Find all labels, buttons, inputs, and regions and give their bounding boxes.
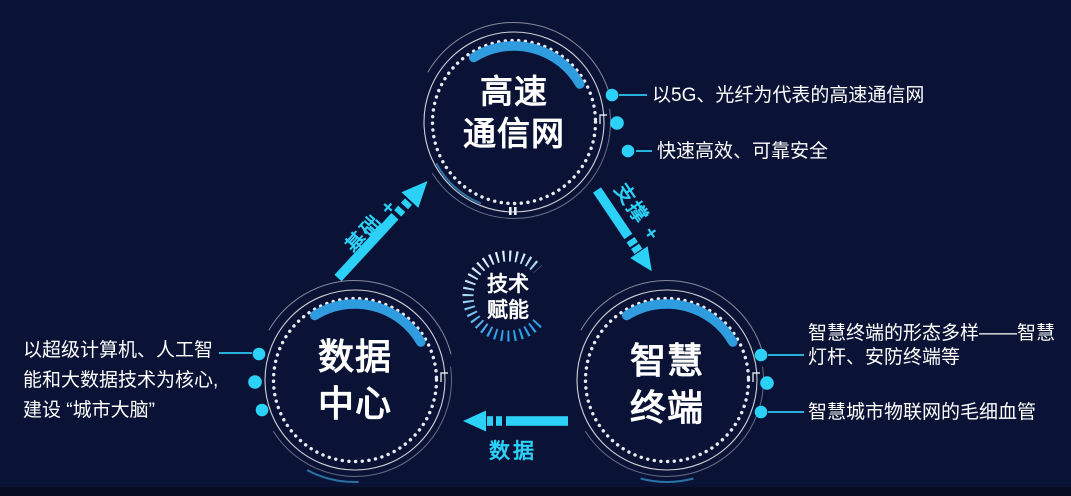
tech-badge-line1: 技术 [487,273,529,296]
terminal-annotation-1-line2: 灯杆、安防终端等 [808,347,961,368]
data-arrow-icon [463,410,568,432]
network-node-line1: 高速 [480,73,548,110]
datacenter-annotation: 以超级计算机、人工智 能和大数据技术为核心, 建设 “城市大脑” [23,336,218,426]
datacenter-annotation-line3: 建设 “城市大脑” [23,400,155,421]
terminal-node-line2: 终端 [629,387,704,428]
terminal-annotation-1-line1: 智慧终端的形态多样——智慧 [808,323,1056,344]
leader-lines [219,94,804,413]
network-annotation-1: 以5G、光纤为代表的高速通信网 [652,85,925,106]
datacenter-node-label: 数据 中心 [265,333,445,427]
datacenter-annotation-line1: 以超级计算机、人工智 [23,340,214,361]
tick-marks [509,207,517,215]
tech-badge-label: 技术 赋能 [458,272,558,324]
terminal-annotation-2: 智慧城市物联网的毛细血管 [808,402,1037,423]
network-node-label: 高速 通信网 [424,71,604,155]
datacenter-node-line2: 中心 [317,383,392,424]
terminal-annotation-1: 智慧终端的形态多样——智慧 灯杆、安防终端等 [808,322,1071,370]
network-node-ring [423,21,611,219]
datacenter-node-line1: 数据 [317,336,392,377]
datacenter-annotation-line2: 能和大数据技术为核心, [23,370,219,391]
network-node-line2: 通信网 [463,115,565,152]
leader-dots [248,88,774,419]
tech-badge-line2: 赋能 [487,299,529,322]
support-arrow-icon [593,187,652,272]
data-arrow-label: 数据 [489,440,537,463]
terminal-node-line1: 智慧 [629,340,704,381]
tech-gauge-ring [462,250,542,342]
datacenter-node-ring [264,279,452,483]
terminal-node-label: 智慧 终端 [577,337,757,431]
bottom-bar [0,487,1071,496]
network-annotation-2: 快速高效、可靠安全 [657,141,829,162]
foundation-arrow-icon [334,180,428,282]
terminal-node-ring [576,279,764,483]
